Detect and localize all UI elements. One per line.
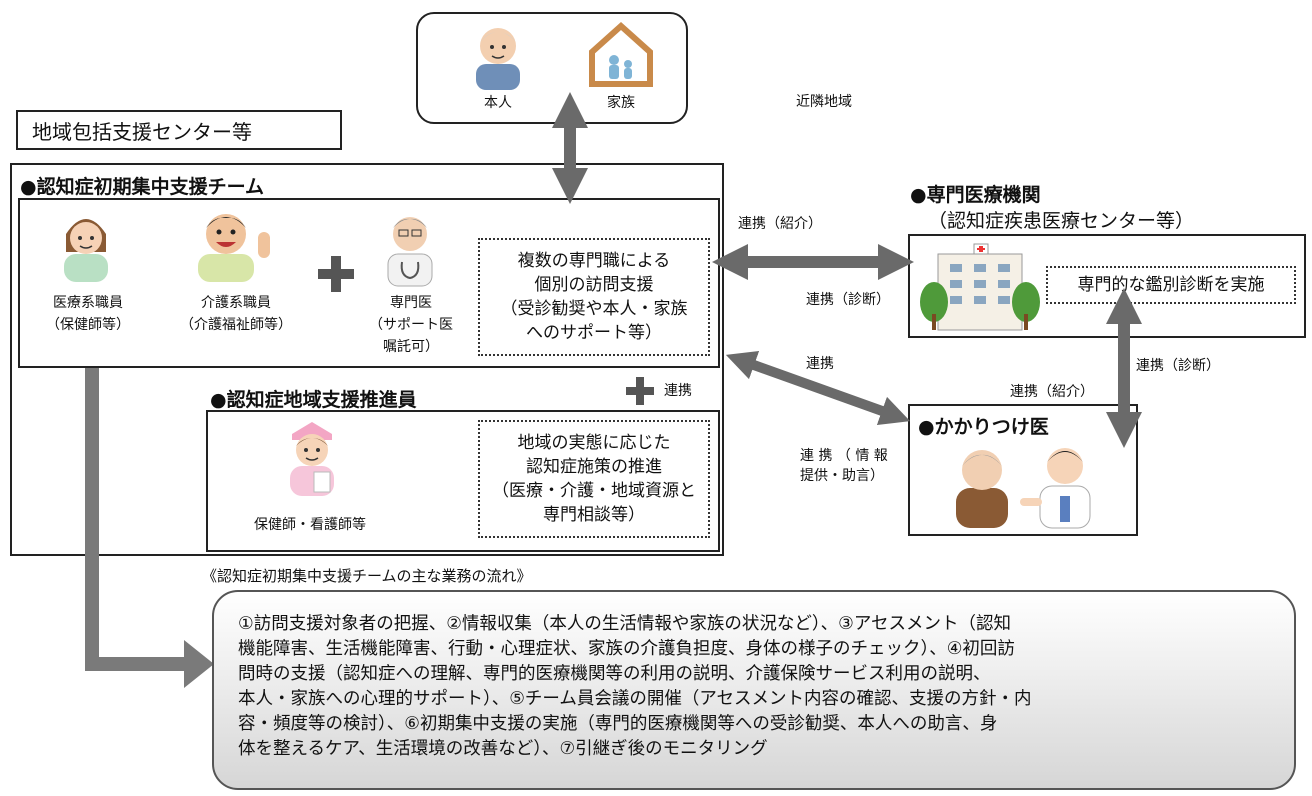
specialist-label: 専門医（サポート医嘱託可） xyxy=(369,295,453,355)
workflow-line: 本人・家族への心理的サポート）、⑤チーム員会議の開催（アセスメント内容の確認、支… xyxy=(238,689,1032,709)
hospital-description-box: 専門的な鑑別診断を実施 xyxy=(1046,266,1296,304)
hospital-title: ●専門医療機関 xyxy=(910,184,1041,206)
person-label: 本人 xyxy=(484,95,512,111)
info-link-label: 連 携 （ 情 報提供・助言） xyxy=(800,448,888,484)
care-staff-label: 介護系職員（介護福祉師等） xyxy=(180,295,292,333)
gp-title: ●かかりつけ医 xyxy=(918,416,1049,438)
cooperation-link-label: 連携 xyxy=(806,356,834,372)
promoter-description-box: 地域の実態に応じた 認知症施策の推進 （医療・介護・地域資源と 専門相談等） xyxy=(478,420,710,538)
workflow-line: 容・頻度等の検討）、⑥初期集中支援の実施（専門的医療機関等への受診勧奨、本人への… xyxy=(238,714,998,734)
promoter-title: ●認知症地域支援推進員 xyxy=(210,389,417,411)
family-label: 家族 xyxy=(607,95,635,111)
elderly-person-icon xyxy=(476,28,520,90)
plus-icon xyxy=(318,256,354,292)
medical-staff-icon xyxy=(64,219,108,282)
workflow-line: 機能障害、生活機能障害、行動・心理症状、家族の介護負担度、身体の様子のチェック）… xyxy=(238,639,1015,659)
workflow-box: ①訪問支援対象者の把握、②情報収集（本人の生活情報や家族の状況など）、③アセスメ… xyxy=(212,590,1296,790)
medical-staff-label: 医療系職員（保健師等） xyxy=(46,295,130,333)
hospital-subtitle: （認知症疾患医療センター等） xyxy=(928,210,1195,232)
neighborhood-label: 近隣地域 xyxy=(796,94,852,110)
promoter-staff-label: 保健師・看護師等 xyxy=(254,517,366,533)
care-staff-icon xyxy=(198,214,270,282)
workflow-line: 体を整えるケア、生活環境の改善など）、⑦引継ぎ後のモニタリング xyxy=(238,739,768,759)
team-title: ●認知症初期集中支援チーム xyxy=(20,176,265,198)
gp-diagnosis-link-label: 連携（診断） xyxy=(1136,358,1220,374)
center-title-box: 地域包括支援センター等 xyxy=(16,110,342,150)
visit-support-box: 複数の専門職による 個別の訪問支援 （受診勧奨や本人・家族 へのサポート等） xyxy=(478,238,710,356)
promoter-link-label: 連携 xyxy=(664,383,692,399)
doctor-patient-icon xyxy=(956,448,1091,529)
person-family-box: 本人 家族 xyxy=(416,12,688,124)
link-plus-icon xyxy=(626,377,654,405)
nurse-icon xyxy=(290,422,334,496)
family-house-icon xyxy=(589,21,653,87)
center-title: 地域包括支援センター等 xyxy=(32,119,252,144)
diagnosis-link-label: 連携（診断） xyxy=(806,292,890,308)
workflow-line: ①訪問支援対象者の把握、②情報収集（本人の生活情報や家族の状況など）、③アセスメ… xyxy=(238,614,1011,634)
referral-link-label: 連携（紹介） xyxy=(738,216,822,232)
hospital-building-icon xyxy=(920,243,1040,331)
workflow-line: 問時の支援（認知症への理解、専門的医療機関等の利用の説明、介護保険サービス利用の… xyxy=(238,664,991,684)
workflow-caption: 《認知症初期集中支援チームの主な業務の流れ》 xyxy=(202,567,532,585)
gp-referral-link-label: 連携（紹介） xyxy=(1010,384,1094,400)
specialist-doctor-icon xyxy=(387,217,433,287)
gp-box xyxy=(908,404,1138,536)
